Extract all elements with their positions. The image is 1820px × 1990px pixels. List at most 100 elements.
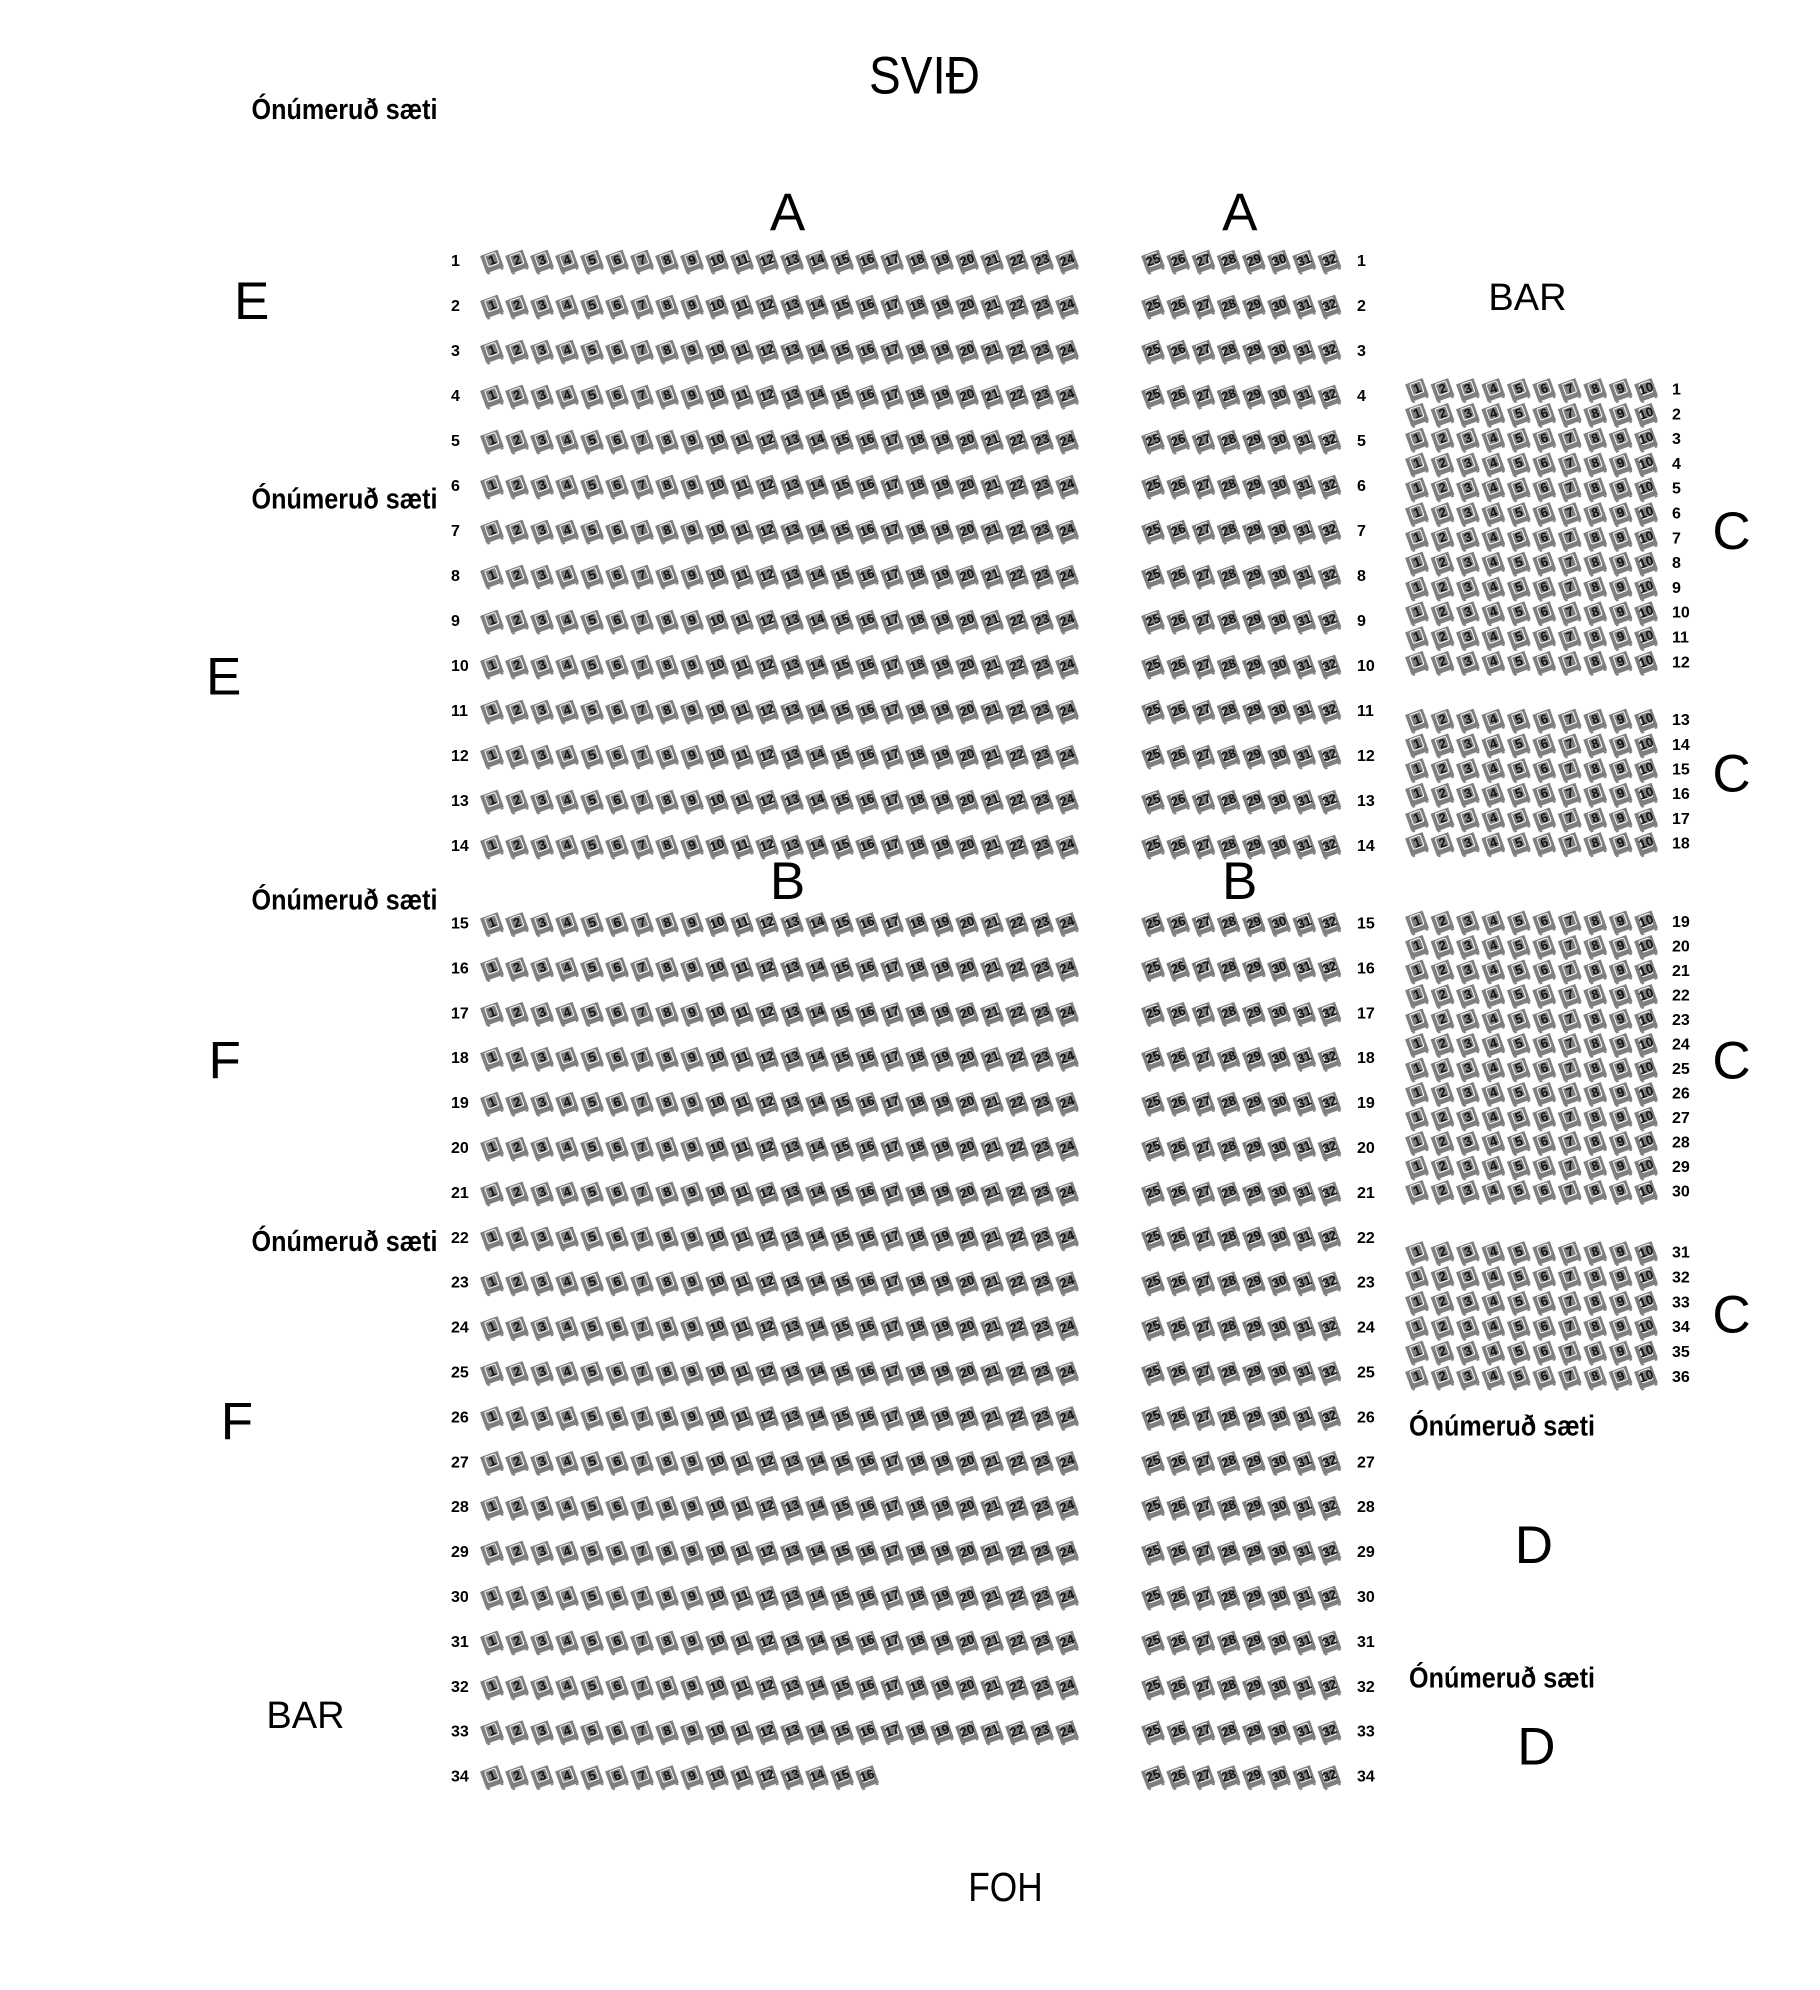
svg-text:17: 17 [883, 385, 902, 404]
svg-text:15: 15 [833, 790, 852, 809]
svg-text:1: 1 [486, 1004, 498, 1021]
svg-text:6: 6 [611, 1363, 623, 1380]
svg-text:7: 7 [1564, 1133, 1576, 1150]
svg-text:23: 23 [1033, 250, 1052, 269]
svg-text:10: 10 [1637, 1083, 1656, 1102]
svg-text:27: 27 [1194, 475, 1213, 494]
svg-text:8: 8 [1589, 711, 1601, 728]
svg-text:10: 10 [708, 1586, 727, 1605]
svg-text:3: 3 [1462, 529, 1474, 546]
svg-text:8: 8 [1589, 1368, 1601, 1385]
svg-text:13: 13 [783, 340, 802, 359]
svg-text:7: 7 [636, 1767, 648, 1784]
svg-text:10: 10 [708, 835, 727, 854]
svg-text:27: 27 [1194, 1452, 1213, 1471]
svg-text:Ónúmeruð sæti: Ónúmeruð sæti [252, 482, 438, 516]
svg-text:7: 7 [636, 1184, 648, 1201]
svg-text:1: 1 [1411, 479, 1423, 496]
svg-text:11: 11 [733, 1182, 751, 1201]
svg-text:10: 10 [708, 1497, 727, 1516]
svg-text:19: 19 [933, 1003, 952, 1022]
svg-text:6: 6 [611, 297, 623, 314]
svg-text:31: 31 [1295, 913, 1314, 932]
svg-text:15: 15 [833, 1497, 852, 1516]
svg-text:7: 7 [636, 1633, 648, 1650]
svg-text:2: 2 [511, 1588, 523, 1605]
svg-text:13: 13 [783, 565, 802, 584]
svg-text:28: 28 [1219, 1497, 1238, 1516]
svg-text:31: 31 [1295, 835, 1314, 854]
svg-text:33: 33 [451, 1724, 469, 1741]
svg-text:29: 29 [1244, 1631, 1263, 1650]
svg-text:19: 19 [933, 1362, 952, 1381]
svg-text:18: 18 [908, 1182, 927, 1201]
svg-text:17: 17 [883, 1227, 902, 1246]
svg-text:1: 1 [1411, 810, 1423, 827]
svg-text:3: 3 [1462, 628, 1474, 645]
svg-text:C: C [1712, 744, 1750, 803]
svg-text:9: 9 [1615, 1368, 1627, 1385]
svg-text:30: 30 [1270, 1182, 1289, 1201]
svg-text:11: 11 [733, 565, 751, 584]
svg-text:25: 25 [1144, 1272, 1163, 1291]
svg-text:5: 5 [586, 1228, 598, 1245]
svg-text:9: 9 [686, 342, 698, 359]
svg-text:5: 5 [1513, 1011, 1525, 1028]
svg-text:13: 13 [783, 1272, 802, 1291]
svg-text:7: 7 [1564, 1084, 1576, 1101]
svg-text:2: 2 [511, 567, 523, 584]
svg-text:8: 8 [661, 1767, 673, 1784]
svg-text:8: 8 [661, 1722, 673, 1739]
svg-text:22: 22 [1008, 1452, 1027, 1471]
svg-text:16: 16 [858, 385, 877, 404]
svg-text:14: 14 [808, 655, 827, 674]
svg-text:10: 10 [708, 790, 727, 809]
svg-text:16: 16 [858, 913, 877, 932]
svg-text:21: 21 [983, 1541, 1002, 1560]
svg-text:9: 9 [1615, 785, 1627, 802]
svg-text:5: 5 [1513, 760, 1525, 777]
svg-text:6: 6 [1538, 735, 1550, 752]
svg-text:25: 25 [1144, 700, 1163, 719]
svg-text:16: 16 [858, 1317, 877, 1336]
svg-text:18: 18 [908, 1003, 927, 1022]
svg-text:Ónúmeruð sæti: Ónúmeruð sæti [252, 1224, 438, 1258]
svg-text:23: 23 [1033, 790, 1052, 809]
svg-text:8: 8 [1589, 653, 1601, 670]
svg-text:14: 14 [808, 835, 827, 854]
svg-text:23: 23 [1033, 700, 1052, 719]
svg-text:BAR: BAR [266, 1695, 344, 1737]
svg-text:27: 27 [1194, 1048, 1213, 1067]
svg-text:21: 21 [451, 1185, 469, 1202]
svg-text:10: 10 [708, 1452, 727, 1471]
svg-text:3: 3 [536, 1677, 548, 1694]
svg-text:28: 28 [1219, 958, 1238, 977]
svg-text:6: 6 [611, 702, 623, 719]
svg-text:6: 6 [1538, 1318, 1550, 1335]
svg-text:21: 21 [983, 913, 1002, 932]
svg-text:1: 1 [486, 1543, 498, 1560]
svg-text:6: 6 [611, 432, 623, 449]
svg-text:24: 24 [1058, 835, 1077, 854]
svg-text:2: 2 [511, 1498, 523, 1515]
svg-text:27: 27 [1194, 1362, 1213, 1381]
svg-text:8: 8 [1589, 455, 1601, 472]
svg-text:2: 2 [1437, 380, 1449, 397]
svg-text:7: 7 [1564, 1182, 1576, 1199]
svg-text:20: 20 [958, 1721, 977, 1740]
svg-text:10: 10 [708, 1003, 727, 1022]
svg-text:26: 26 [1169, 430, 1188, 449]
svg-text:2: 2 [511, 1049, 523, 1066]
svg-text:C: C [1712, 1285, 1750, 1344]
svg-text:26: 26 [1169, 790, 1188, 809]
svg-text:11: 11 [733, 1676, 751, 1695]
svg-text:17: 17 [883, 565, 902, 584]
svg-text:3: 3 [1462, 711, 1474, 728]
svg-text:9: 9 [1615, 1084, 1627, 1101]
svg-text:24: 24 [1058, 1227, 1077, 1246]
svg-text:31: 31 [1295, 1362, 1314, 1381]
svg-text:9: 9 [1672, 580, 1681, 597]
svg-text:9: 9 [1615, 628, 1627, 645]
svg-text:6: 6 [611, 1139, 623, 1156]
svg-text:8: 8 [661, 297, 673, 314]
